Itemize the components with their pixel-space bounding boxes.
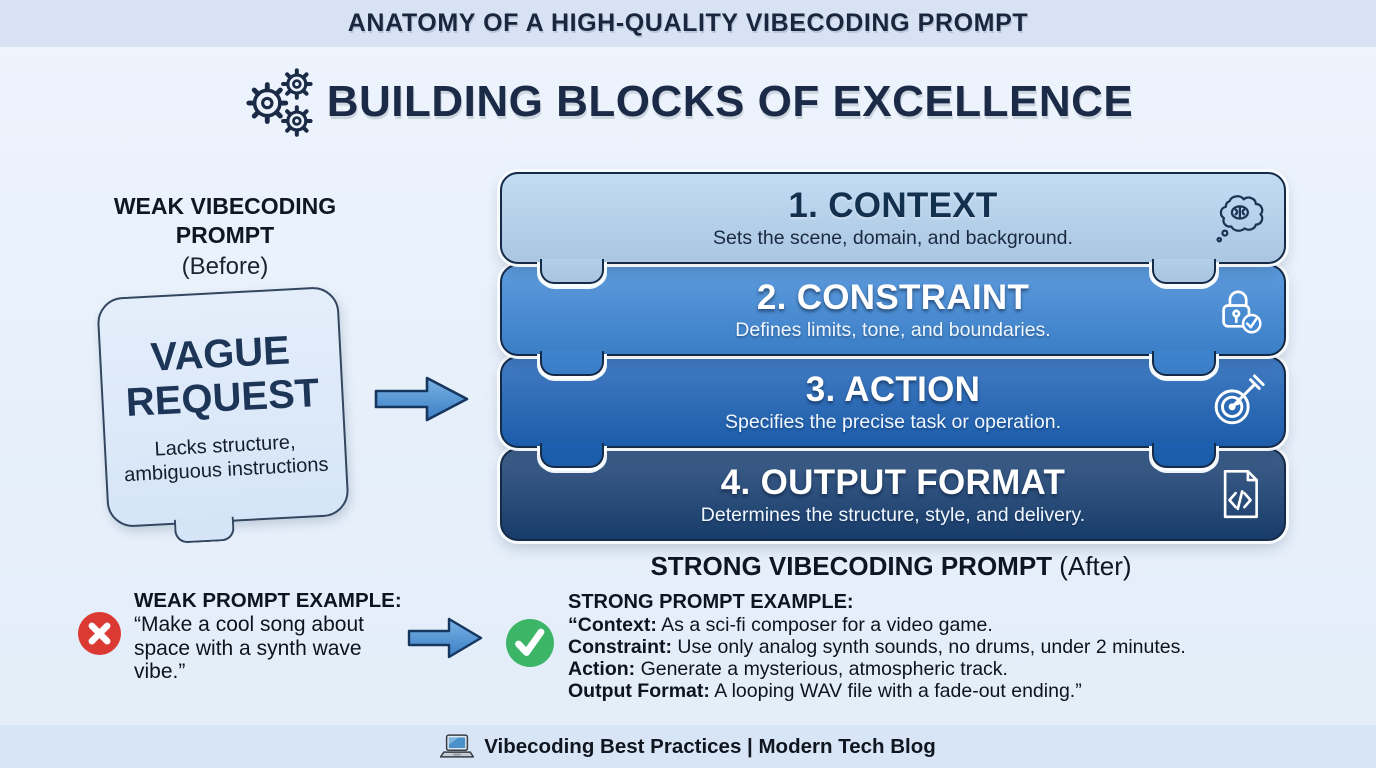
error-x-icon: [77, 611, 122, 656]
lock-check-icon: [1210, 281, 1268, 339]
block-subtitle: Sets the scene, domain, and background.: [713, 227, 1073, 249]
block-title: 2. CONSTRAINT: [756, 278, 1030, 317]
after-heading: STRONG VIBECODING PROMPT (After): [500, 551, 1282, 582]
block-subtitle: Defines limits, tone, and boundaries.: [735, 319, 1051, 341]
laptop-icon: [440, 733, 475, 760]
strong-example-line: “Context: As a sci-fi composer for a vid…: [568, 614, 993, 636]
strong-example-line: Action: Generate a mysterious, atmospher…: [568, 658, 1008, 680]
block-connector-tab: [540, 351, 604, 376]
before-label: WEAK VIBECODING PROMPT (Before): [88, 192, 362, 281]
before-subheading: (Before): [181, 253, 269, 280]
block-subtitle: Determines the structure, style, and del…: [700, 503, 1086, 526]
main-heading-row: BUILDING BLOCKS OF EXCELLENCE: [0, 60, 1376, 144]
banner-title: ANATOMY OF A HIGH-QUALITY VIBECODING PRO…: [347, 9, 1029, 37]
strong-example-line: Output Format: A looping WAV file with a…: [568, 680, 1082, 702]
success-check-icon: [505, 618, 555, 668]
gears-icon: [243, 64, 319, 140]
footer-bar: Vibecoding Best Practices | Modern Tech …: [0, 725, 1376, 768]
block-subtitle: Specifies the precise task or operation.: [724, 411, 1061, 433]
prompt-blocks-stack: 1. CONTEXT Sets the scene, domain, and b…: [500, 172, 1286, 541]
block-constraint: 2. CONSTRAINT Defines limits, tone, and …: [500, 264, 1286, 376]
strong-example-heading: STRONG PROMPT EXAMPLE:: [568, 591, 854, 613]
block-connector-tab: [173, 516, 236, 544]
vague-card-description: Lacks structure, ambiguous instructions: [123, 431, 330, 487]
block-title: 1. CONTEXT: [788, 186, 998, 225]
weak-to-strong-arrow-icon: [407, 614, 485, 662]
footer-text: Vibecoding Best Practices | Modern Tech …: [484, 734, 936, 758]
target-dart-icon: [1206, 371, 1268, 433]
block-title: 3. ACTION: [805, 370, 981, 409]
strong-example-line: Constraint: Use only analog synth sounds…: [568, 636, 1186, 658]
weak-example-heading: WEAK PROMPT EXAMPLE:: [134, 589, 402, 612]
block-title: 4. OUTPUT FORMAT: [720, 462, 1066, 502]
before-heading: WEAK VIBECODING PROMPT: [113, 193, 337, 248]
thought-brain-icon: [1208, 188, 1268, 250]
block-context: 1. CONTEXT Sets the scene, domain, and b…: [500, 172, 1286, 284]
weak-example-quote: “Make a cool song about space with a syn…: [134, 613, 364, 683]
weak-prompt-example: WEAK PROMPT EXAMPLE: “Make a cool song a…: [134, 589, 424, 684]
after-heading-normal: (After): [1059, 551, 1132, 581]
after-heading-bold: STRONG VIBECODING PROMPT: [650, 551, 1053, 581]
block-connector-tab: [1152, 351, 1216, 376]
block-connector-tab: [540, 259, 604, 284]
block-connector-tab: [540, 443, 604, 468]
vague-request-card: VAGUE REQUEST Lacks structure, ambiguous…: [96, 285, 350, 544]
strong-prompt-example: STRONG PROMPT EXAMPLE: “Context: As a sc…: [568, 591, 1308, 702]
page-title: BUILDING BLOCKS OF EXCELLENCE: [326, 77, 1134, 126]
block-connector-tab: [1152, 259, 1216, 284]
vague-card-title: VAGUE REQUEST: [124, 328, 321, 426]
before-to-blocks-arrow-icon: [374, 373, 471, 425]
top-banner: ANATOMY OF A HIGH-QUALITY VIBECODING PRO…: [0, 0, 1376, 47]
block-connector-tab: [1152, 443, 1216, 468]
block-output-format: 4. OUTPUT FORMAT Determines the structur…: [500, 448, 1286, 541]
code-file-icon: [1212, 464, 1268, 524]
